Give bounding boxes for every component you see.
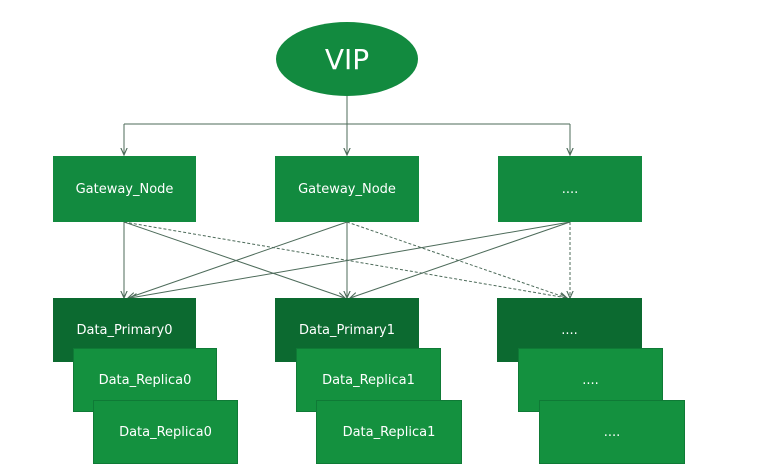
- data-primary-2-label: ....: [561, 322, 578, 338]
- vip-node: VIP: [276, 22, 418, 96]
- gw2-to-primary2: [346, 221, 567, 298]
- data-replica-0-b: Data_Replica0: [93, 400, 238, 464]
- data-primary-0-label: Data_Primary0: [76, 322, 173, 338]
- data-replica-2-b-label: ....: [603, 424, 621, 440]
- gateway-node-3: ....: [498, 156, 642, 222]
- gw3-to-primary1: [350, 221, 571, 298]
- data-replica-2-b: ....: [539, 400, 685, 464]
- data-replica-0-a-label: Data_Replica0: [98, 372, 192, 388]
- data-replica-1-a-label: Data_Replica1: [322, 372, 415, 388]
- gateway-node-1: Gateway_Node: [53, 156, 196, 222]
- vip-label: VIP: [324, 42, 370, 76]
- data-primary-1-label: Data_Primary1: [298, 322, 396, 338]
- gw1-to-primary2: [123, 221, 567, 298]
- gw2-to-primary0: [128, 221, 348, 298]
- gateway-node-1-label: Gateway_Node: [75, 181, 174, 197]
- data-replica-1-b-label: Data_Replica1: [342, 424, 436, 440]
- gw3-to-primary0: [130, 221, 571, 298]
- data-replica-1-b: Data_Replica1: [316, 400, 462, 464]
- data-replica-2-a-label: ....: [582, 372, 599, 388]
- gw1-to-primary1: [123, 221, 345, 298]
- gateway-node-2: Gateway_Node: [275, 156, 419, 222]
- gateway-node-3-label: ....: [561, 181, 579, 197]
- gateway-node-2-label: Gateway_Node: [298, 181, 396, 197]
- data-replica-0-b-label: Data_Replica0: [119, 424, 212, 440]
